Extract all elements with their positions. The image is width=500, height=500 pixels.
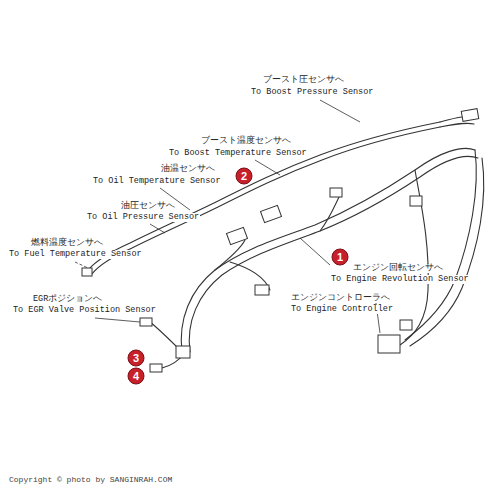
harness-wire bbox=[410, 158, 484, 346]
callout-number: 2 bbox=[241, 170, 247, 182]
connector-label: To Engine Revolution Sensor bbox=[330, 275, 470, 284]
harness-wire bbox=[320, 195, 340, 231]
connector-label: 油温センサへ bbox=[160, 165, 216, 174]
connector bbox=[461, 109, 478, 122]
connector bbox=[140, 318, 152, 326]
leader-line bbox=[320, 100, 360, 122]
connector-label: To Oil Temperature Sensor bbox=[92, 177, 222, 186]
connector-label: To Oil Pressure Sensor bbox=[86, 213, 200, 222]
leader-line bbox=[75, 262, 88, 268]
connector-label: To Engine Controller bbox=[290, 305, 394, 314]
callout-circle bbox=[128, 350, 144, 366]
leader-line bbox=[150, 224, 165, 233]
connector-label: エンジンコントローラへ bbox=[290, 294, 391, 303]
connector-label: To EGR Valve Position Sensor bbox=[12, 306, 157, 315]
leader-line bbox=[95, 318, 140, 322]
harness-wire bbox=[405, 150, 476, 340]
callout-circle bbox=[236, 168, 252, 184]
connector-label: エンジン回転センサへ bbox=[352, 264, 444, 273]
connector-label: To Boost Temperature Sensor bbox=[168, 149, 308, 158]
callout-number: 1 bbox=[337, 251, 343, 263]
connector bbox=[260, 205, 281, 222]
callout-circle bbox=[128, 368, 144, 384]
connector bbox=[82, 268, 92, 276]
harness-trunk bbox=[181, 148, 475, 352]
connector bbox=[150, 364, 162, 372]
connector bbox=[400, 320, 412, 330]
connector-label: 燃料温度センサへ bbox=[30, 239, 104, 248]
connector-label: ブースト圧センサへ bbox=[262, 76, 345, 85]
callout-number: 3 bbox=[133, 352, 139, 364]
connector bbox=[378, 335, 400, 353]
connector bbox=[410, 196, 422, 206]
harness-wire bbox=[215, 240, 270, 290]
connector-label: To Fuel Temperature Sensor bbox=[8, 250, 143, 259]
connector bbox=[330, 188, 342, 197]
connector bbox=[255, 285, 269, 295]
leader-line bbox=[300, 238, 330, 265]
connector-label: 油圧センサへ bbox=[120, 202, 176, 211]
connector-label: EGRポジションへ bbox=[32, 295, 103, 304]
connector-label: ブースト温度センサへ bbox=[200, 137, 292, 146]
harness-trunk bbox=[189, 156, 478, 352]
harness-wire bbox=[88, 122, 440, 270]
copyright-note: Copyright © photo by SANGINRAH.COM bbox=[8, 476, 173, 485]
connector bbox=[226, 227, 247, 244]
callout-number: 4 bbox=[133, 370, 139, 382]
connector-label: To Boost Pressure Sensor bbox=[250, 88, 374, 97]
leader-line bbox=[255, 160, 280, 175]
callout-circle bbox=[332, 249, 348, 265]
harness-wire bbox=[400, 170, 428, 345]
connector bbox=[176, 346, 190, 358]
harness-wire bbox=[150, 322, 186, 368]
